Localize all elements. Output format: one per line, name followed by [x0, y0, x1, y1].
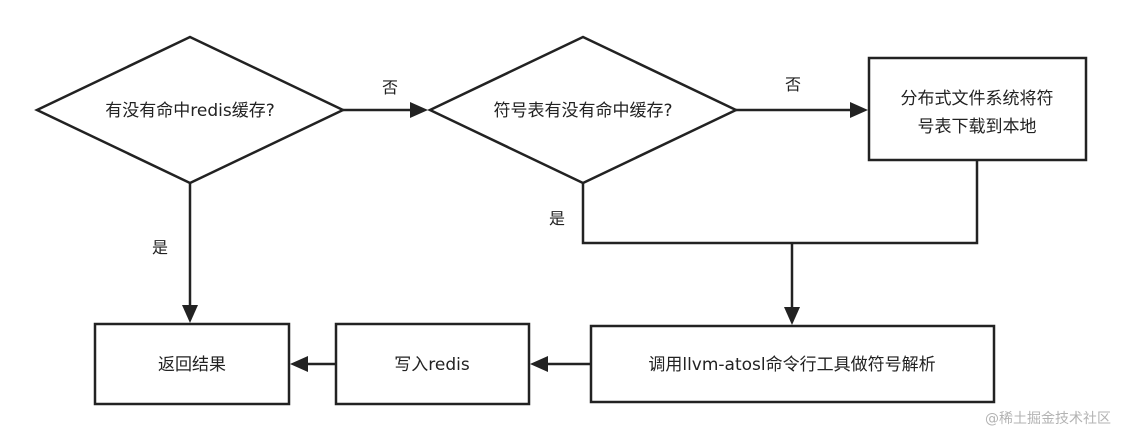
process-parse-symbols-label: 调用llvm-atosl命令行工具做符号解析 — [648, 355, 935, 375]
edge-redis-yes-label: 是 — [152, 238, 168, 257]
edge-redis-no-label: 否 — [382, 78, 398, 97]
process-return-result — [93, 322, 291, 406]
arrowhead-write-to-return — [290, 356, 308, 372]
decision-redis-cache-label: 有没有命中redis缓存? — [105, 101, 274, 121]
process-download-line1: 分布式文件系统将符 — [901, 89, 1054, 109]
arrowhead-to-parse — [784, 307, 800, 325]
process-download-line2: 号表下载到本地 — [918, 117, 1037, 137]
process-write-redis — [334, 322, 531, 406]
arrowhead-parse-to-write — [530, 356, 548, 372]
process-download-symbols — [867, 56, 1088, 162]
arrowhead-redis-yes — [182, 305, 198, 323]
edge-cache-no-label: 否 — [785, 75, 801, 94]
arrowhead-cache-no — [850, 102, 868, 118]
edge-cache-yes-label: 是 — [549, 209, 565, 228]
process-parse-symbols — [589, 324, 996, 404]
decision-symbol-cache-label: 符号表有没有命中缓存? — [493, 101, 672, 121]
watermark: @稀土掘金技术社区 — [985, 411, 1111, 427]
edge-cache-yes — [581, 183, 792, 245]
process-return-result-label: 返回结果 — [158, 355, 226, 375]
process-write-redis-label: 写入redis — [394, 355, 470, 375]
arrowhead-redis-no — [410, 102, 428, 118]
edge-download-join — [792, 160, 979, 245]
